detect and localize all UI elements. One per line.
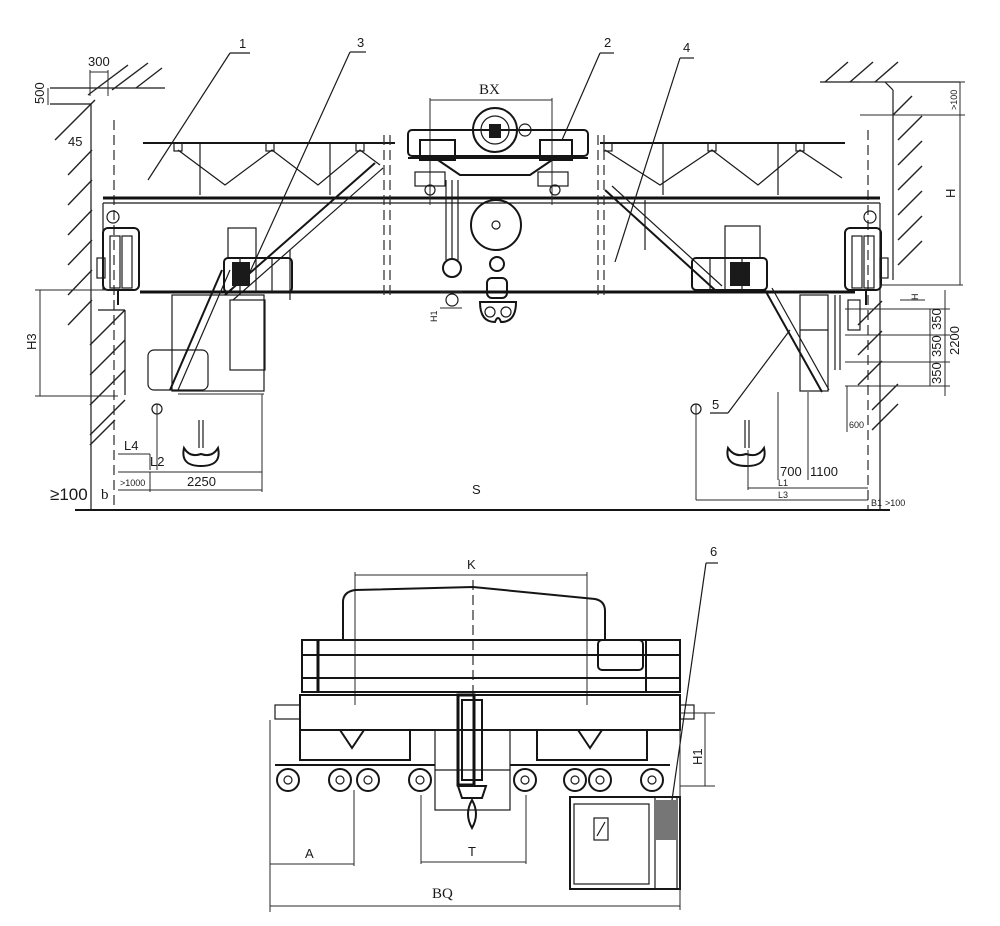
svg-text:1: 1 (239, 36, 246, 51)
end-carriage-right (844, 227, 889, 305)
dim-bx: BX (479, 82, 500, 98)
trolley: BX H1 (407, 82, 589, 324)
walkway-railing-left (143, 142, 395, 195)
dim-gt100-top: >100 (949, 90, 959, 110)
dim-clearance-top-left: 300 500 45 (32, 54, 110, 149)
hook-left (151, 403, 220, 470)
callout-4: 4 (614, 40, 694, 263)
dim-ge100: ≥100 (50, 485, 88, 504)
ladder-right (764, 287, 861, 393)
dims-right-vertical: H 350 350 350 2200 600 (845, 284, 963, 432)
left-building-structure (50, 62, 165, 510)
svg-text:6: 6 (710, 544, 717, 559)
callout-6: 6 (671, 544, 718, 801)
dim-gt100-right: >100 (885, 498, 905, 508)
dim-b: b (101, 487, 109, 503)
dim-h1-side: H1 (690, 748, 705, 765)
dim-s: S (472, 482, 481, 497)
dims-bottom-left: L4 L2 >1000 2250 ≥100 b S (50, 394, 890, 511)
dims-bottom-right: 700 1100 L1 L3 B1 >100 (696, 392, 905, 508)
dim-l3: L3 (778, 490, 788, 500)
stairway-left (223, 162, 384, 301)
dim-2200: 2200 (947, 326, 962, 355)
dim-h: H (943, 189, 958, 198)
svg-text:3: 3 (357, 35, 364, 50)
dim-h3: H3 (24, 289, 118, 397)
dim-h-small: H (910, 294, 920, 301)
hook-right (690, 403, 766, 500)
dim-350-c: 350 (929, 362, 944, 384)
operator-cab-left (147, 269, 266, 395)
dim-k: K (467, 557, 476, 572)
walkway-railing-right (600, 142, 845, 195)
wheels-left (276, 768, 432, 792)
dim-h3-label: H3 (24, 333, 39, 350)
dim-350-b: 350 (929, 335, 944, 357)
dim-2250: 2250 (187, 474, 216, 489)
dim-l1: L1 (778, 478, 788, 488)
dim-b1: B1 (871, 498, 882, 508)
dim-600: 600 (849, 420, 864, 430)
dim-500: 500 (32, 82, 47, 104)
girder-section (299, 694, 681, 731)
callout-1: 1 (147, 36, 250, 181)
dim-a: A (305, 846, 314, 861)
dim-l4: L4 (124, 438, 138, 453)
callout-2: 2 (561, 35, 614, 141)
trolley-roof (342, 585, 606, 640)
stairway-right (604, 185, 768, 291)
dim-700: 700 (780, 464, 802, 479)
dim-300: 300 (88, 54, 110, 69)
callout-3: 3 (243, 35, 366, 286)
dim-l2: L2 (150, 454, 164, 469)
end-carriage-left (96, 227, 140, 305)
svg-text:5: 5 (712, 397, 719, 412)
callout-5: 5 (710, 329, 791, 414)
walkway-frame (301, 639, 681, 693)
dim-1100: 1100 (810, 464, 838, 479)
dim-45: 45 (68, 134, 82, 149)
dim-t: T (468, 844, 476, 859)
svg-text:4: 4 (683, 40, 690, 55)
side-view: K (269, 544, 718, 912)
wheels-right (513, 768, 664, 792)
dim-bq: BQ (432, 886, 453, 902)
right-building-structure: >100 H (820, 61, 965, 510)
dim-350-a: 350 (929, 308, 944, 330)
svg-text:2: 2 (604, 35, 611, 50)
dim-gt1000: >1000 (120, 478, 145, 488)
elevation-view: 300 500 45 (24, 35, 965, 511)
dim-h1-elevation: H1 (429, 310, 439, 322)
